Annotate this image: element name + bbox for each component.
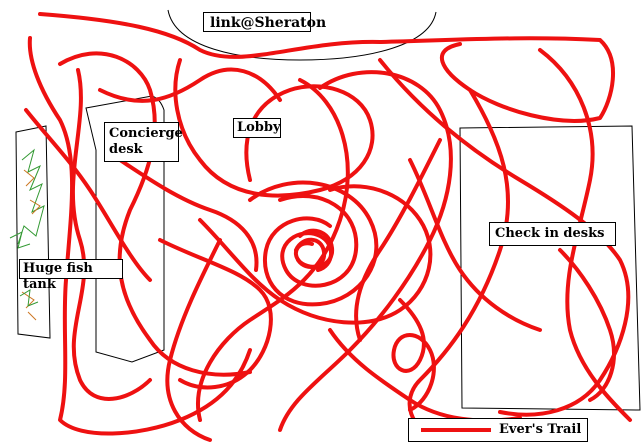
fish-tank-plants <box>9 148 45 321</box>
evers-trail <box>24 12 632 442</box>
title-label: link@Sheraton <box>203 12 326 32</box>
check-in-desks-label: Check in desks <box>489 222 616 246</box>
legend-swatch <box>421 428 491 432</box>
concierge-desk-label: Concierge desk <box>104 122 183 162</box>
check-in-desks-outline <box>459 125 641 411</box>
entrance-arc <box>167 9 437 61</box>
legend-label: Ever's Trail <box>499 422 582 437</box>
lobby-label: Lobby <box>233 118 281 138</box>
fish-tank-outline <box>15 125 51 339</box>
fish-tank-label: Huge fish tank <box>19 259 123 292</box>
legend: Ever's Trail <box>408 418 588 442</box>
